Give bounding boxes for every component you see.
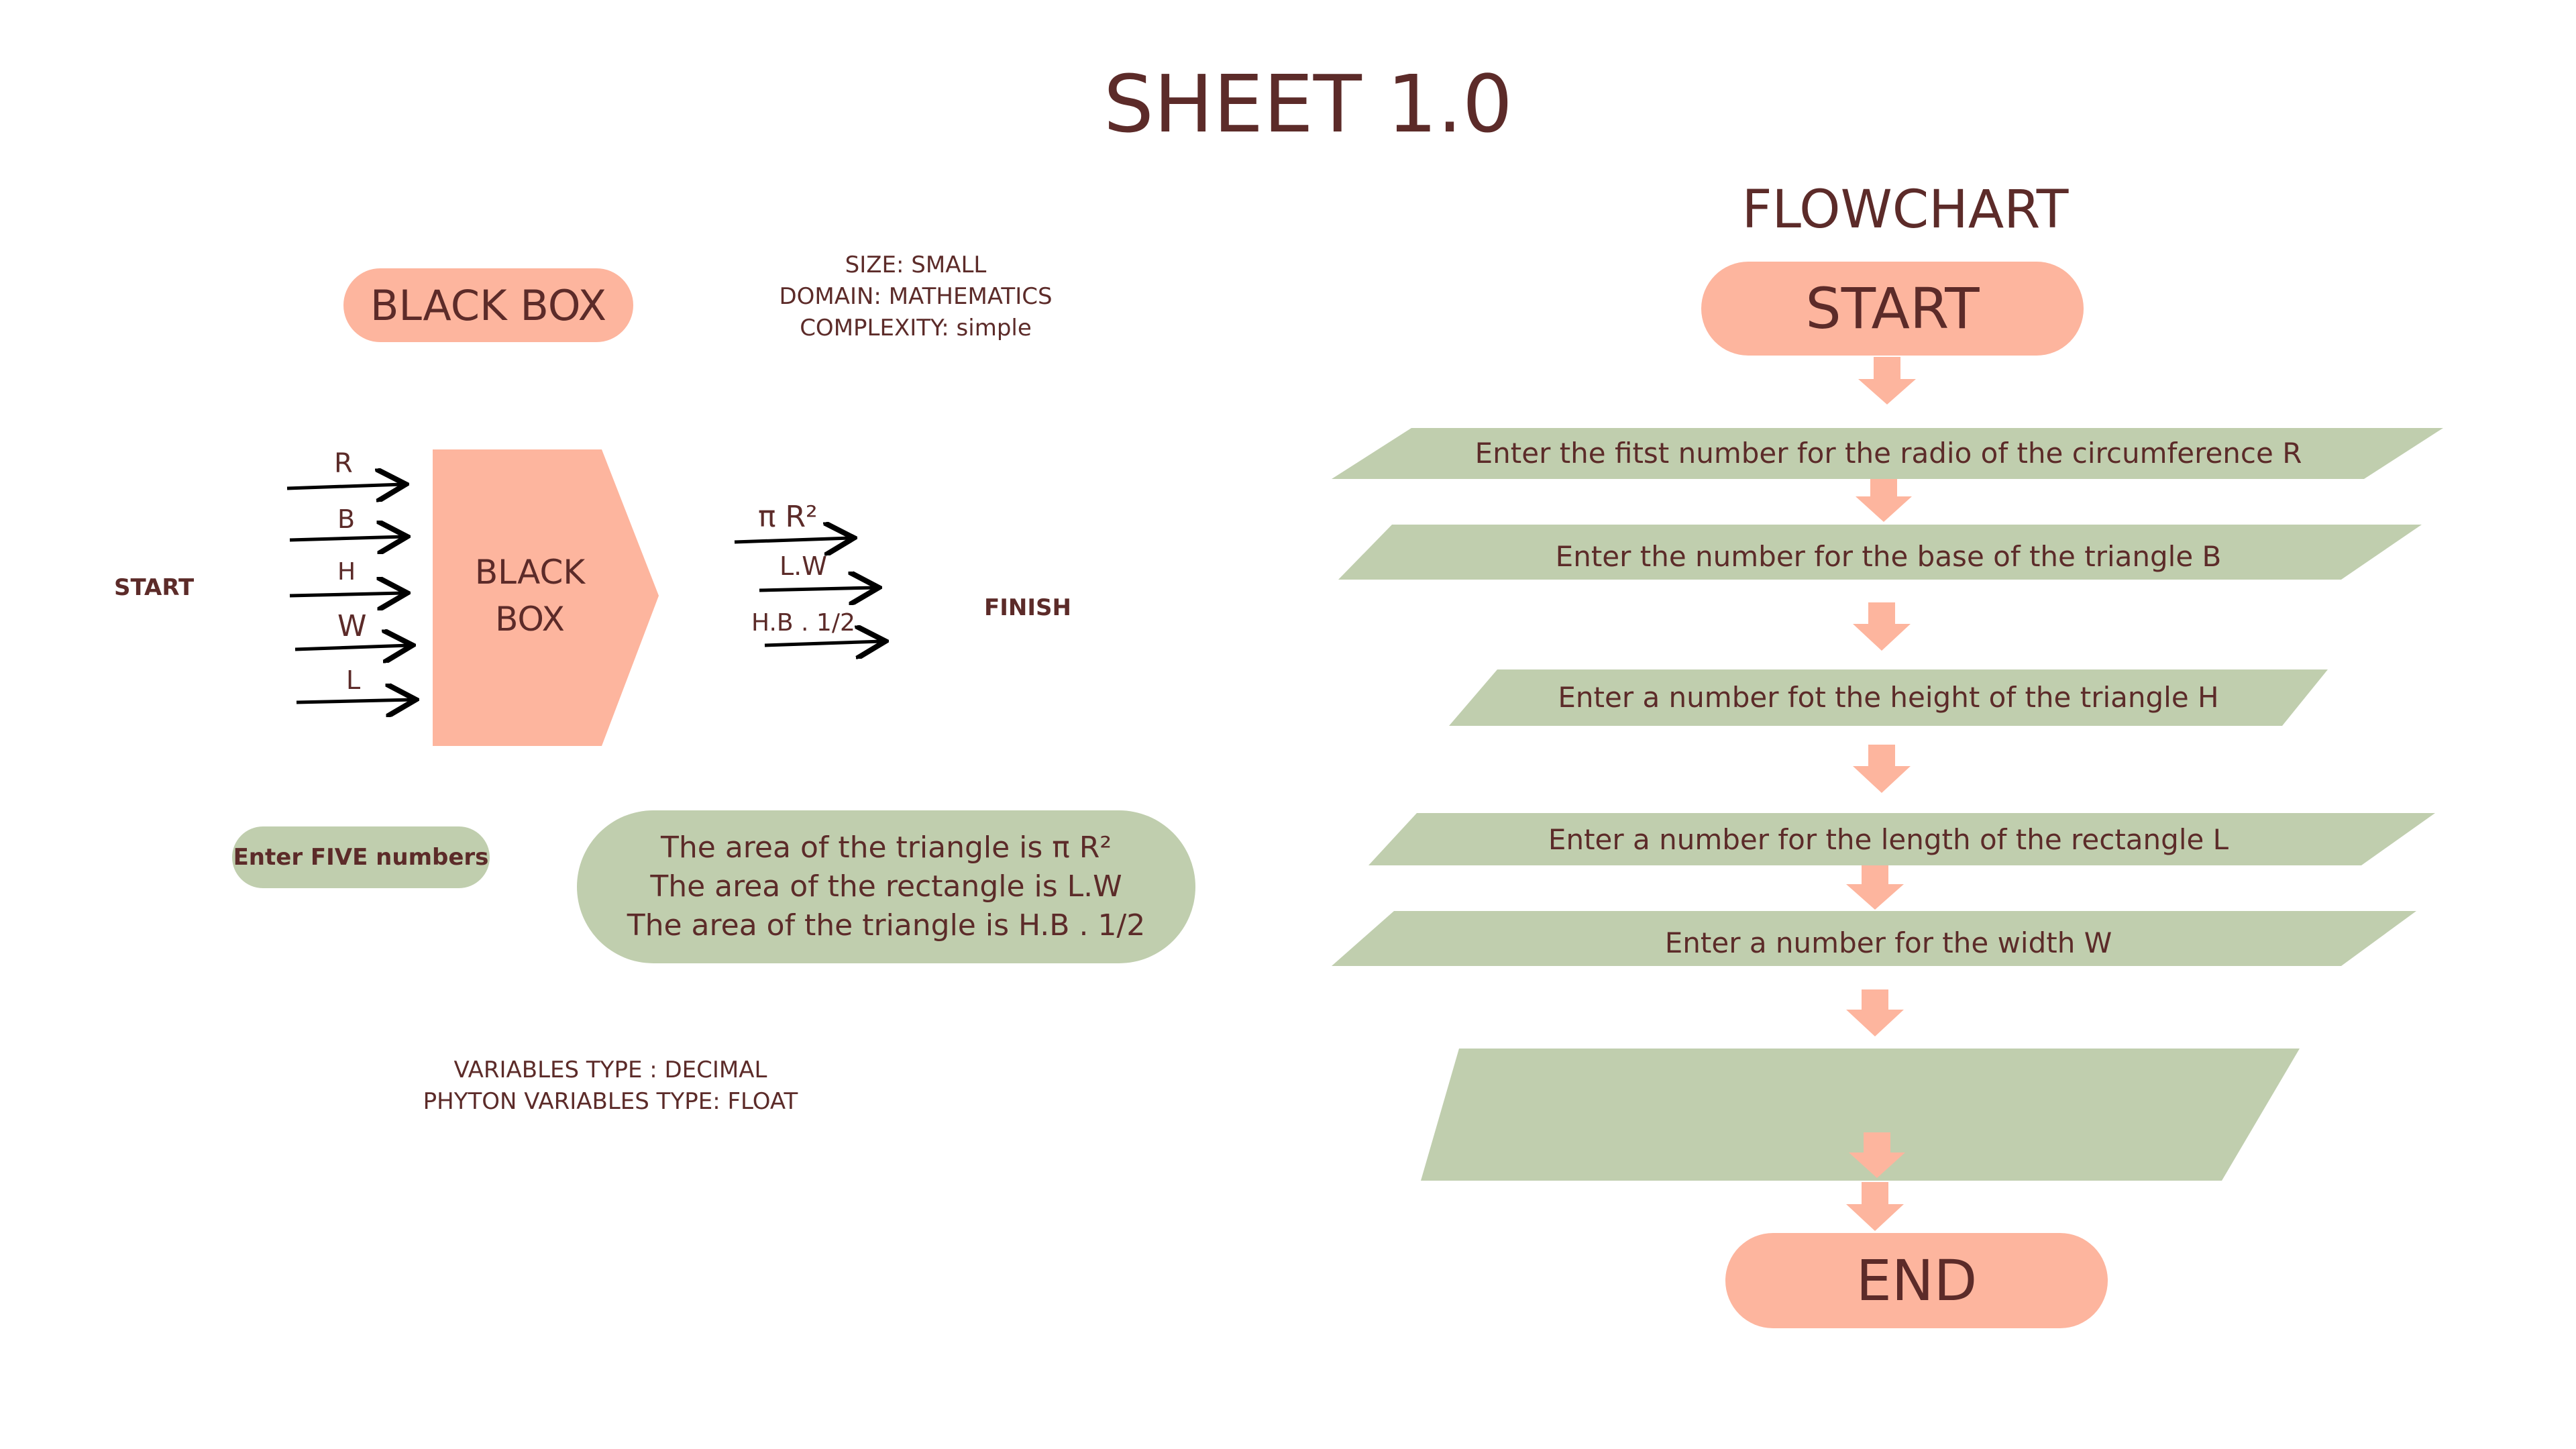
step-label-2: Enter the number for the base of the tri… [1555,540,2222,573]
results-pill: The area of the triangle is π R² The are… [577,810,1195,963]
result-rectangle: The area of the rectangle is L.W [650,869,1122,904]
step-label-1: Enter the fitst number for the radio of … [1474,437,2302,470]
input-arrow-b [289,537,404,540]
black-box-pill: BLACK BOX [343,268,633,342]
meta-size: SIZE: SMALL [845,252,987,278]
input-label-h: H [337,558,356,586]
step-shape-2 [1338,525,2422,580]
step-shape-5 [1332,911,2416,966]
flow-end-label: END [1856,1248,1978,1313]
input-arrow-w [294,645,409,649]
flowchart-title: FLOWCHART [1741,180,2069,240]
flow-end: END [1725,1233,2108,1328]
result-triangle: The area of the triangle is H.B . 1/2 [627,908,1146,943]
black-box-label-line2: BOX [495,600,565,639]
step-label-5: Enter a number for the width W [1664,926,2112,959]
flow-start: START [1701,262,2084,356]
enter-five-pill: Enter FIVE numbers [232,826,490,888]
flow-arrow-6 [1846,989,1904,1036]
result-circle: The area of the triangle is π R² [661,830,1112,865]
flow-arrow-1 [1858,357,1916,405]
black-box-pill-label: BLACK BOX [370,280,607,330]
black-box-label-line1: BLACK [474,553,586,592]
input-label-r: R [334,448,353,479]
black-box-label: BLACK BOX [463,549,597,643]
output-arrow-2 [759,588,875,590]
input-label-b: B [337,504,356,534]
python-variables-type: PHYTON VARIABLES TYPE: FLOAT [423,1088,798,1115]
input-arrow-r [286,484,402,488]
meta-domain: DOMAIN: MATHEMATICS [779,283,1053,310]
flow-arrow-7 [1849,1132,1905,1178]
meta-info: SIZE: SMALL DOMAIN: MATHEMATICS COMPLEXI… [751,250,1080,344]
step-shape-4 [1368,813,2435,865]
step-label-4: Enter a number for the length of the rec… [1548,823,2229,856]
flow-arrow-8 [1846,1182,1904,1231]
variables-type: VARIABLES TYPE : DECIMAL [453,1057,767,1083]
variables-info: VARIABLES TYPE : DECIMAL PHYTON VARIABLE… [423,1055,798,1118]
flow-arrow-3 [1853,602,1911,651]
output-arrow-3 [764,641,882,645]
input-label-l: L [346,665,361,695]
input-arrow-h [289,593,404,596]
step-shape-1 [1332,428,2443,479]
input-arrow-l [296,700,413,702]
flow-start-label: START [1805,276,1980,341]
output-label-2: L.W [780,551,827,581]
output-shape [1421,1049,2300,1181]
output-label-1: π R² [758,500,818,534]
output-label-3: H.B . 1/2 [751,609,855,637]
page-title: SHEET 1.0 [1104,58,1513,150]
start-label: START [114,574,195,601]
flow-arrow-5 [1846,865,1904,910]
flow-arrow-4 [1853,745,1911,793]
finish-label: FINISH [984,594,1071,621]
meta-complexity: COMPLEXITY: simple [800,315,1032,341]
flow-arrow-2 [1856,479,1912,522]
output-arrow-1 [734,538,851,542]
input-label-w: W [337,609,367,643]
enter-five-label: Enter FIVE numbers [233,844,489,871]
step-shape-3 [1449,669,2328,726]
step-label-3: Enter a number fot the height of the tri… [1558,681,2219,714]
black-box-shape [433,449,659,746]
